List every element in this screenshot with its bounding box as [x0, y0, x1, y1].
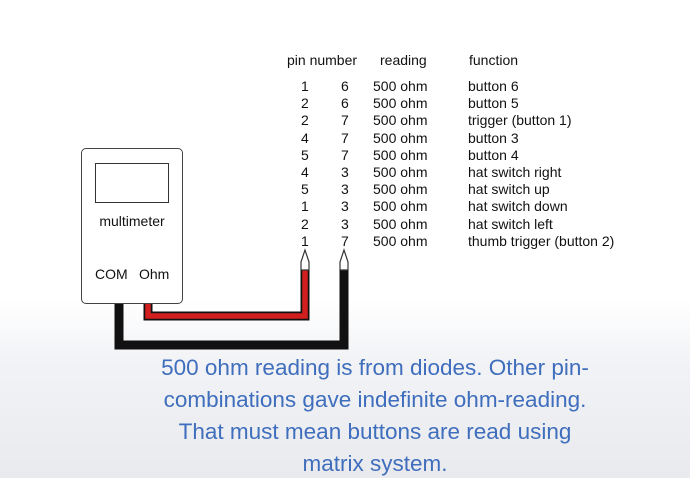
reading: 500 ohm: [373, 112, 428, 129]
table-row: 4 7 500 ohm button 3: [287, 130, 647, 147]
pin-b: 7: [341, 129, 349, 146]
caption-line: 500 ohm reading is from diodes. Other pi…: [161, 355, 589, 380]
function: hat switch right: [468, 163, 562, 180]
multimeter: multimeter COM Ohm: [81, 148, 183, 304]
header-pin-number: pin number: [287, 52, 358, 68]
reading: 500 ohm: [373, 198, 428, 215]
function: trigger (button 1): [468, 112, 572, 129]
caption-text: 500 ohm reading is from diodes. Other pi…: [95, 352, 655, 480]
pin-a: 4: [301, 163, 309, 180]
pin-a: 1: [301, 198, 309, 215]
function: button 5: [468, 95, 519, 112]
table-row: 2 7 500 ohm trigger (button 1): [287, 112, 647, 129]
reading: 500 ohm: [373, 232, 428, 249]
pin-b: 6: [341, 78, 349, 94]
multimeter-display: [95, 163, 169, 203]
table-row: 2 6 500 ohm button 5: [287, 95, 647, 112]
function: thumb trigger (button 2): [468, 232, 615, 249]
pin-a: 4: [301, 129, 309, 146]
pin-b: 3: [341, 181, 349, 198]
reading: 500 ohm: [373, 215, 428, 232]
caption-line: That must mean buttons are read using: [178, 419, 572, 444]
reading: 500 ohm: [373, 129, 428, 146]
pin-b: 7: [341, 146, 349, 163]
function: hat switch up: [468, 181, 550, 198]
pin-b: 3: [341, 163, 349, 180]
pin-b: 6: [341, 95, 349, 112]
function: button 6: [468, 78, 519, 94]
reading: 500 ohm: [373, 78, 428, 94]
function: hat switch left: [468, 215, 553, 232]
ohm-port-label: Ohm: [139, 266, 170, 282]
reading: 500 ohm: [373, 146, 428, 163]
pin-b: 7: [341, 232, 349, 249]
table-row: 5 7 500 ohm button 4: [287, 147, 647, 164]
table-row: 2 3 500 ohm hat switch left: [287, 216, 647, 233]
reading: 500 ohm: [373, 181, 428, 198]
function: button 3: [468, 129, 519, 146]
pin-a: 2: [301, 215, 309, 232]
caption-line: matrix system.: [302, 451, 448, 476]
table-row: 1 7 500 ohm thumb trigger (button 2): [287, 233, 647, 250]
function: button 4: [468, 146, 519, 163]
pin-b: 3: [341, 198, 349, 215]
pin-a: 1: [301, 78, 309, 94]
reading: 500 ohm: [373, 95, 428, 112]
pin-b: 3: [341, 215, 349, 232]
left-probe-tip: [300, 248, 310, 271]
header-reading: reading: [380, 52, 427, 68]
multimeter-label: multimeter: [99, 213, 165, 229]
right-probe-tip: [339, 248, 349, 271]
black-wire: [114, 268, 349, 350]
table-row: 1 6 500 ohm button 6: [287, 78, 647, 95]
table-row: 1 3 500 ohm hat switch down: [287, 198, 647, 215]
pin-a: 2: [301, 112, 309, 129]
pin-a: 5: [301, 181, 309, 198]
reading: 500 ohm: [373, 163, 428, 180]
table-row: 5 3 500 ohm hat switch up: [287, 181, 647, 198]
pin-b: 7: [341, 112, 349, 129]
pin-a: 5: [301, 146, 309, 163]
function: hat switch down: [468, 198, 568, 215]
table-row: 4 3 500 ohm hat switch right: [287, 164, 647, 181]
caption-line: combinations gave indefinite ohm-reading…: [163, 387, 587, 412]
pin-a: 1: [301, 232, 309, 249]
pin-a: 2: [301, 95, 309, 112]
pin-table: 1 6 500 ohm button 6 2 6 500 ohm button …: [287, 78, 647, 250]
com-port-label: COM: [95, 266, 128, 282]
header-function: function: [469, 52, 519, 68]
